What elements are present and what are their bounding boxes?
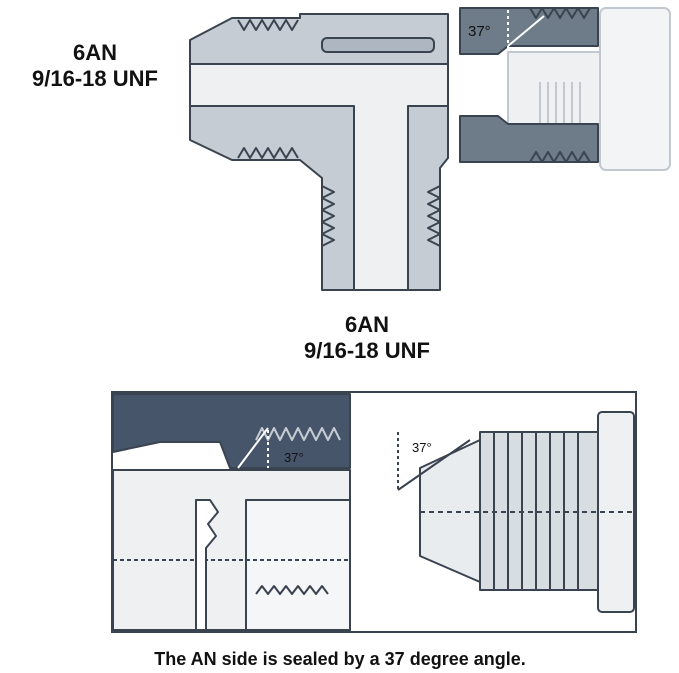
swivel-thread: [255, 427, 341, 441]
caption: The AN side is sealed by a 37 degree ang…: [154, 649, 526, 669]
bottom-thread-left: [321, 185, 335, 247]
left-port-size: 6AN: [72, 40, 117, 65]
detail-right-angle-label: 37°: [412, 440, 432, 455]
left-port-label: 6AN 9/16-18 UNF: [0, 40, 190, 92]
ghost-hex: [599, 7, 671, 171]
detail-left: [112, 393, 351, 631]
flare-hex: [597, 411, 635, 613]
tee-body: [189, 13, 449, 291]
swivel-break: [195, 499, 219, 631]
detail-left-angle-label: 37°: [284, 450, 304, 465]
detail-right: [397, 411, 635, 613]
right-nut: [459, 7, 671, 171]
bottom-port-label: 6AN 9/16-18 UNF: [272, 312, 462, 364]
nut-lower-thread: [529, 151, 591, 163]
nut-lower: [459, 115, 599, 163]
bottom-port-thread: 9/16-18 UNF: [304, 338, 430, 363]
left-port-thread: 9/16-18 UNF: [32, 66, 158, 91]
angle-guide-slope: [507, 15, 545, 47]
flare-angle-slope: [397, 439, 471, 491]
tee-fitting: [189, 13, 449, 291]
swivel-hex: [245, 499, 351, 631]
left-thread-bottom: [237, 147, 299, 159]
swivel-angle-line: [237, 427, 269, 469]
bottom-thread-right: [427, 185, 441, 247]
tee-slot: [321, 37, 435, 53]
nut-upper-thread: [529, 7, 591, 19]
ghost-threads: [539, 82, 581, 132]
left-thread-top: [237, 19, 299, 31]
tee-bore: [189, 63, 449, 291]
bottom-port-size: 6AN: [344, 312, 389, 337]
swivel-inner-thread: [255, 585, 329, 595]
swivel-nut: [112, 393, 351, 469]
top-angle-label: 37°: [468, 23, 491, 40]
